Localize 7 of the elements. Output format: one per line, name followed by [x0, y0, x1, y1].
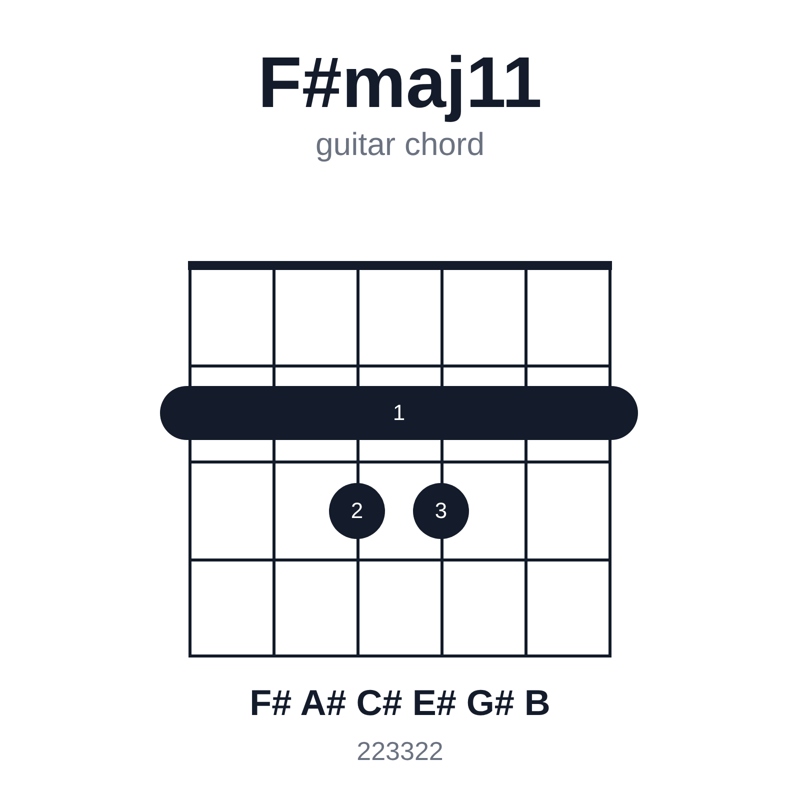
chord-title: F#maj11 — [258, 42, 542, 124]
subtitle: guitar chord — [316, 126, 484, 163]
note-names: F# A# C# E# G# B — [250, 682, 550, 724]
barre-bar: 1 — [160, 386, 638, 440]
finger-dot: 3 — [413, 483, 469, 539]
finger-dot: 2 — [329, 483, 385, 539]
fret-numbers: 223322 — [356, 736, 444, 767]
